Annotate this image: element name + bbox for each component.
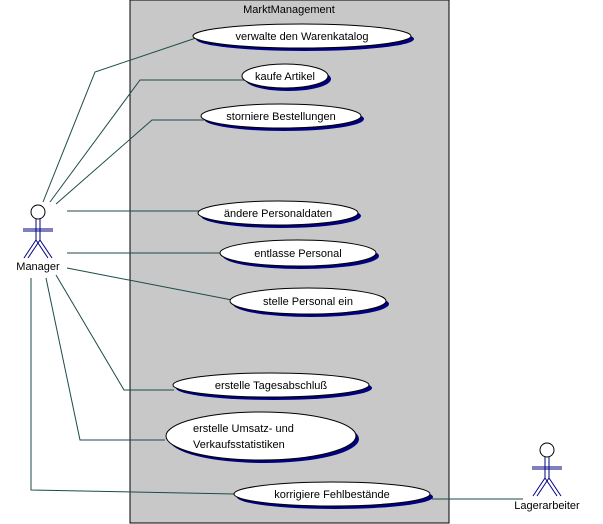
use-case-warenkatalog-label: verwalte den Warenkatalog	[236, 31, 369, 43]
association-manager-stelle-ein	[66, 267, 233, 301]
use-case-fehlbestaende: korrigiere Fehlbestände	[233, 481, 433, 509]
actor-lagerarbeiter-label: Lagerarbeiter	[514, 500, 580, 512]
use-case-personaldaten-label: ändere Personaldaten	[224, 208, 332, 220]
use-case-statistiken: erstelle Umsatz- und Verkaufsstatistiken	[165, 411, 359, 463]
actor-manager-label: Manager	[16, 261, 60, 273]
use-case-warenkatalog: verwalte den Warenkatalog	[192, 23, 414, 51]
use-case-storniere-label: storniere Bestellungen	[226, 111, 335, 123]
use-case-statistiken-label-line1: erstelle Umsatz- und	[193, 423, 294, 435]
association-manager-statistiken	[45, 277, 165, 441]
actor-manager: Manager	[16, 204, 60, 273]
use-case-personaldaten: ändere Personaldaten	[197, 200, 361, 228]
system-boundary-title: MarktManagement	[243, 4, 335, 16]
use-case-kaufe-artikel: kaufe Artikel	[241, 63, 331, 91]
association-manager-warenkatalog	[42, 37, 197, 203]
use-case-tagesabschluss: erstelle Tagesabschluß	[172, 372, 372, 400]
use-case-entlasse-label: entlasse Personal	[254, 248, 341, 260]
actor-lagerarbeiter: Lagerarbeiter	[514, 442, 580, 512]
use-case-kaufe-artikel-label: kaufe Artikel	[255, 71, 315, 83]
use-case-stelle-ein-label: stelle Personal ein	[263, 296, 353, 308]
association-manager-tagesabschluss	[55, 274, 174, 391]
use-case-fehlbestaende-label: korrigiere Fehlbestände	[274, 489, 390, 501]
association-manager-fehlbestaende	[30, 278, 236, 495]
use-case-storniere: storniere Bestellungen	[200, 103, 364, 131]
association-manager-kaufe-artikel	[49, 79, 245, 203]
association-lines	[30, 37, 523, 500]
use-case-stelle-ein: stelle Personal ein	[229, 287, 389, 317]
use-case-entlasse: entlasse Personal	[219, 239, 379, 269]
use-case-tagesabschluss-label: erstelle Tagesabschluß	[215, 380, 328, 392]
stick-figure-icon	[23, 204, 53, 259]
use-case-statistiken-label-line2: Verkaufsstatistiken	[193, 439, 285, 451]
association-manager-storniere	[55, 119, 204, 205]
stick-figure-icon	[532, 442, 562, 497]
